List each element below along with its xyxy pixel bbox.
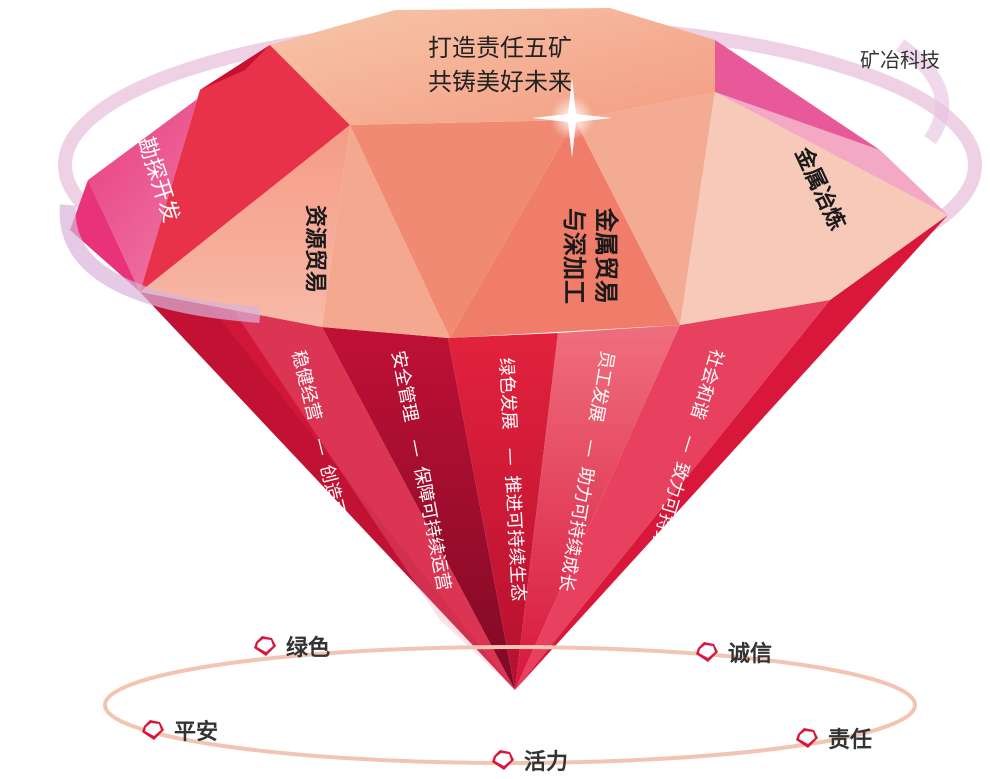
value-label: 平安 bbox=[174, 720, 219, 745]
strip-3: 绿色发展 — 推进可持续生态 bbox=[495, 357, 529, 602]
svg-text:绿色发展: 绿色发展 bbox=[495, 357, 520, 430]
value-label: 绿色 bbox=[286, 636, 331, 661]
facet-label-deep-processing: 与深加工 bbox=[560, 208, 588, 304]
value-green: 绿色 bbox=[252, 630, 330, 662]
gem-icon bbox=[254, 636, 276, 656]
crown bbox=[70, 8, 948, 338]
facet-label-metal-trade: 金属贸易 bbox=[592, 207, 620, 304]
value-vitality: 活力 bbox=[490, 744, 568, 776]
svg-text:—: — bbox=[676, 433, 701, 456]
gem-icon bbox=[696, 642, 718, 662]
halo-ring-front bbox=[59, 204, 261, 323]
corner-label: 矿冶科技 bbox=[860, 48, 940, 72]
svg-text:—: — bbox=[500, 447, 522, 466]
value-responsibility: 责任 bbox=[794, 722, 872, 754]
top-slogan-line2: 共铸美好未来 bbox=[428, 68, 572, 96]
pavilion bbox=[140, 215, 948, 690]
value-safety: 平安 bbox=[140, 714, 218, 746]
facet-label-resource-trade: 资源贸易 bbox=[302, 205, 327, 293]
gem-icon bbox=[142, 720, 164, 740]
value-label: 活力 bbox=[524, 750, 569, 775]
sparkle-icon bbox=[532, 78, 612, 158]
svg-text:—: — bbox=[309, 435, 334, 458]
halo-ring-front-right bbox=[895, 39, 950, 145]
svg-text:—: — bbox=[578, 438, 602, 459]
gem-icon bbox=[492, 750, 514, 770]
value-label: 责任 bbox=[828, 728, 873, 753]
top-slogan-line1: 打造责任五矿 bbox=[428, 34, 572, 62]
value-label: 诚信 bbox=[728, 642, 773, 667]
value-integrity: 诚信 bbox=[694, 636, 772, 668]
svg-text:—: — bbox=[404, 437, 428, 459]
gem-icon bbox=[796, 728, 818, 748]
